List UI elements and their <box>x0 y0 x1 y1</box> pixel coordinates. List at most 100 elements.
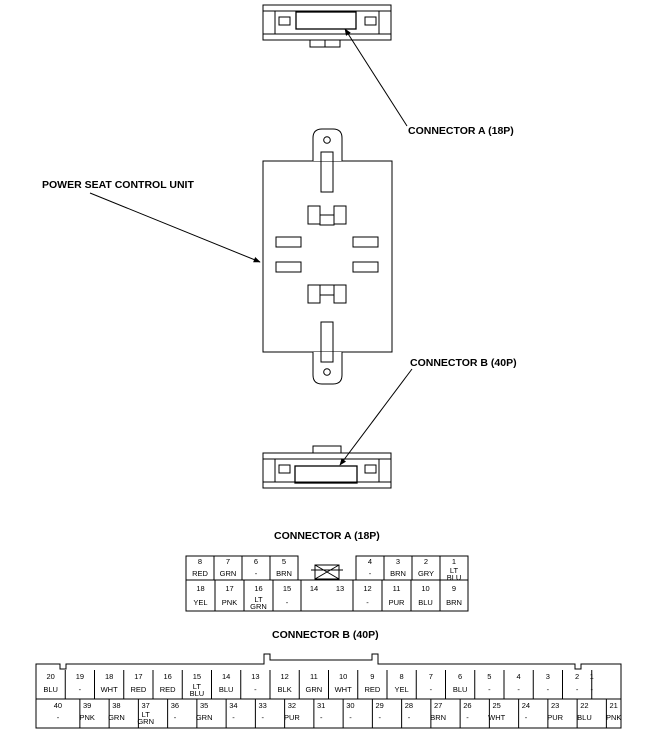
cavity-number: 10 <box>421 584 429 593</box>
cavity-number: 38 <box>112 701 120 710</box>
cavity-number: 8 <box>198 557 202 566</box>
cavity-number: 28 <box>405 701 413 710</box>
cavity-number: 4 <box>517 672 521 681</box>
cavity-number: 16 <box>163 672 171 681</box>
cavity-number: 18 <box>105 672 113 681</box>
cavity-number: 11 <box>310 672 318 681</box>
wire-color: - <box>517 685 520 694</box>
cavity-number: 16 <box>254 584 262 593</box>
wire-color: BRN <box>430 713 446 722</box>
cavity-number: 9 <box>370 672 374 681</box>
wire-color: - <box>366 598 369 607</box>
connector-a-drawing <box>262 4 392 48</box>
cavity-number: 14 <box>222 672 230 681</box>
control-unit-drawing <box>262 128 393 385</box>
cavity-number: 17 <box>225 584 233 593</box>
cavity-number: 36 <box>171 701 179 710</box>
wire-color: PNK <box>606 713 621 722</box>
cavity-number: 11 <box>393 584 401 593</box>
connector-a-face <box>185 555 469 612</box>
cavity-number: 2 <box>575 672 579 681</box>
cavity-number: 40 <box>54 701 62 710</box>
cavity-number: 12 <box>363 584 371 593</box>
connector-b-cavity-1: 1- <box>590 672 594 694</box>
connector-b-cavity-33: 33- <box>259 699 286 728</box>
wire-color: PNK <box>79 713 94 722</box>
cavity-number: 6 <box>254 557 258 566</box>
wire-color: PNK <box>222 598 237 607</box>
wire-color: - <box>591 685 594 694</box>
connector-b-cavity-5: 5- <box>487 670 505 699</box>
cavity-number: 26 <box>463 701 471 710</box>
connector-a-cavity-4: 4- <box>368 556 385 580</box>
cavity-number: 7 <box>429 672 433 681</box>
connector-a-cavity-13: 13 <box>336 584 344 593</box>
cavity-number: 15 <box>193 672 201 681</box>
wire-color: BRN <box>276 569 292 578</box>
cavity-number: 31 <box>317 701 325 710</box>
control-unit-callout: POWER SEAT CONTROL UNIT <box>42 179 194 191</box>
cavity-number: 5 <box>282 557 286 566</box>
cavity-number: 3 <box>396 557 400 566</box>
cavity-number: 18 <box>196 584 204 593</box>
wire-color: - <box>525 713 528 722</box>
wire-color: YEL <box>193 598 207 607</box>
wire-color: - <box>576 685 579 694</box>
wire-color: YEL <box>395 685 409 694</box>
connector-b-callout: CONNECTOR B (40P) <box>410 357 517 369</box>
connector-b-cavity-3: 3- <box>546 670 563 699</box>
cavity-number: 30 <box>346 701 354 710</box>
wire-color: WHT <box>488 713 505 722</box>
connector-b-cavity-2: 2- <box>575 670 593 699</box>
wire-color: BRN <box>390 569 406 578</box>
cavity-number: 27 <box>434 701 442 710</box>
wire-color: BLU <box>453 685 468 694</box>
connector-b-title: CONNECTOR B (40P) <box>272 629 379 641</box>
cavity-number: 14 <box>310 584 318 593</box>
wire-color: RED <box>130 685 146 694</box>
connector-b-cavity-19: 19- <box>76 670 95 699</box>
wire-color: - <box>378 713 381 722</box>
cavity-number: 34 <box>229 701 237 710</box>
cavity-number: 23 <box>551 701 559 710</box>
cavity-number: 8 <box>400 672 404 681</box>
cavity-number: 21 <box>610 701 618 710</box>
wire-color: BLK <box>278 685 292 694</box>
cavity-number: 2 <box>424 557 428 566</box>
cavity-number: 20 <box>46 672 54 681</box>
connector-b-cavity-4: 4- <box>517 670 534 699</box>
wire-color: BLU <box>418 598 433 607</box>
connector-b-cavity-40: 40- <box>54 699 81 728</box>
wire-color: - <box>547 685 550 694</box>
wire-color: PUR <box>389 598 405 607</box>
cavity-number: 25 <box>493 701 501 710</box>
